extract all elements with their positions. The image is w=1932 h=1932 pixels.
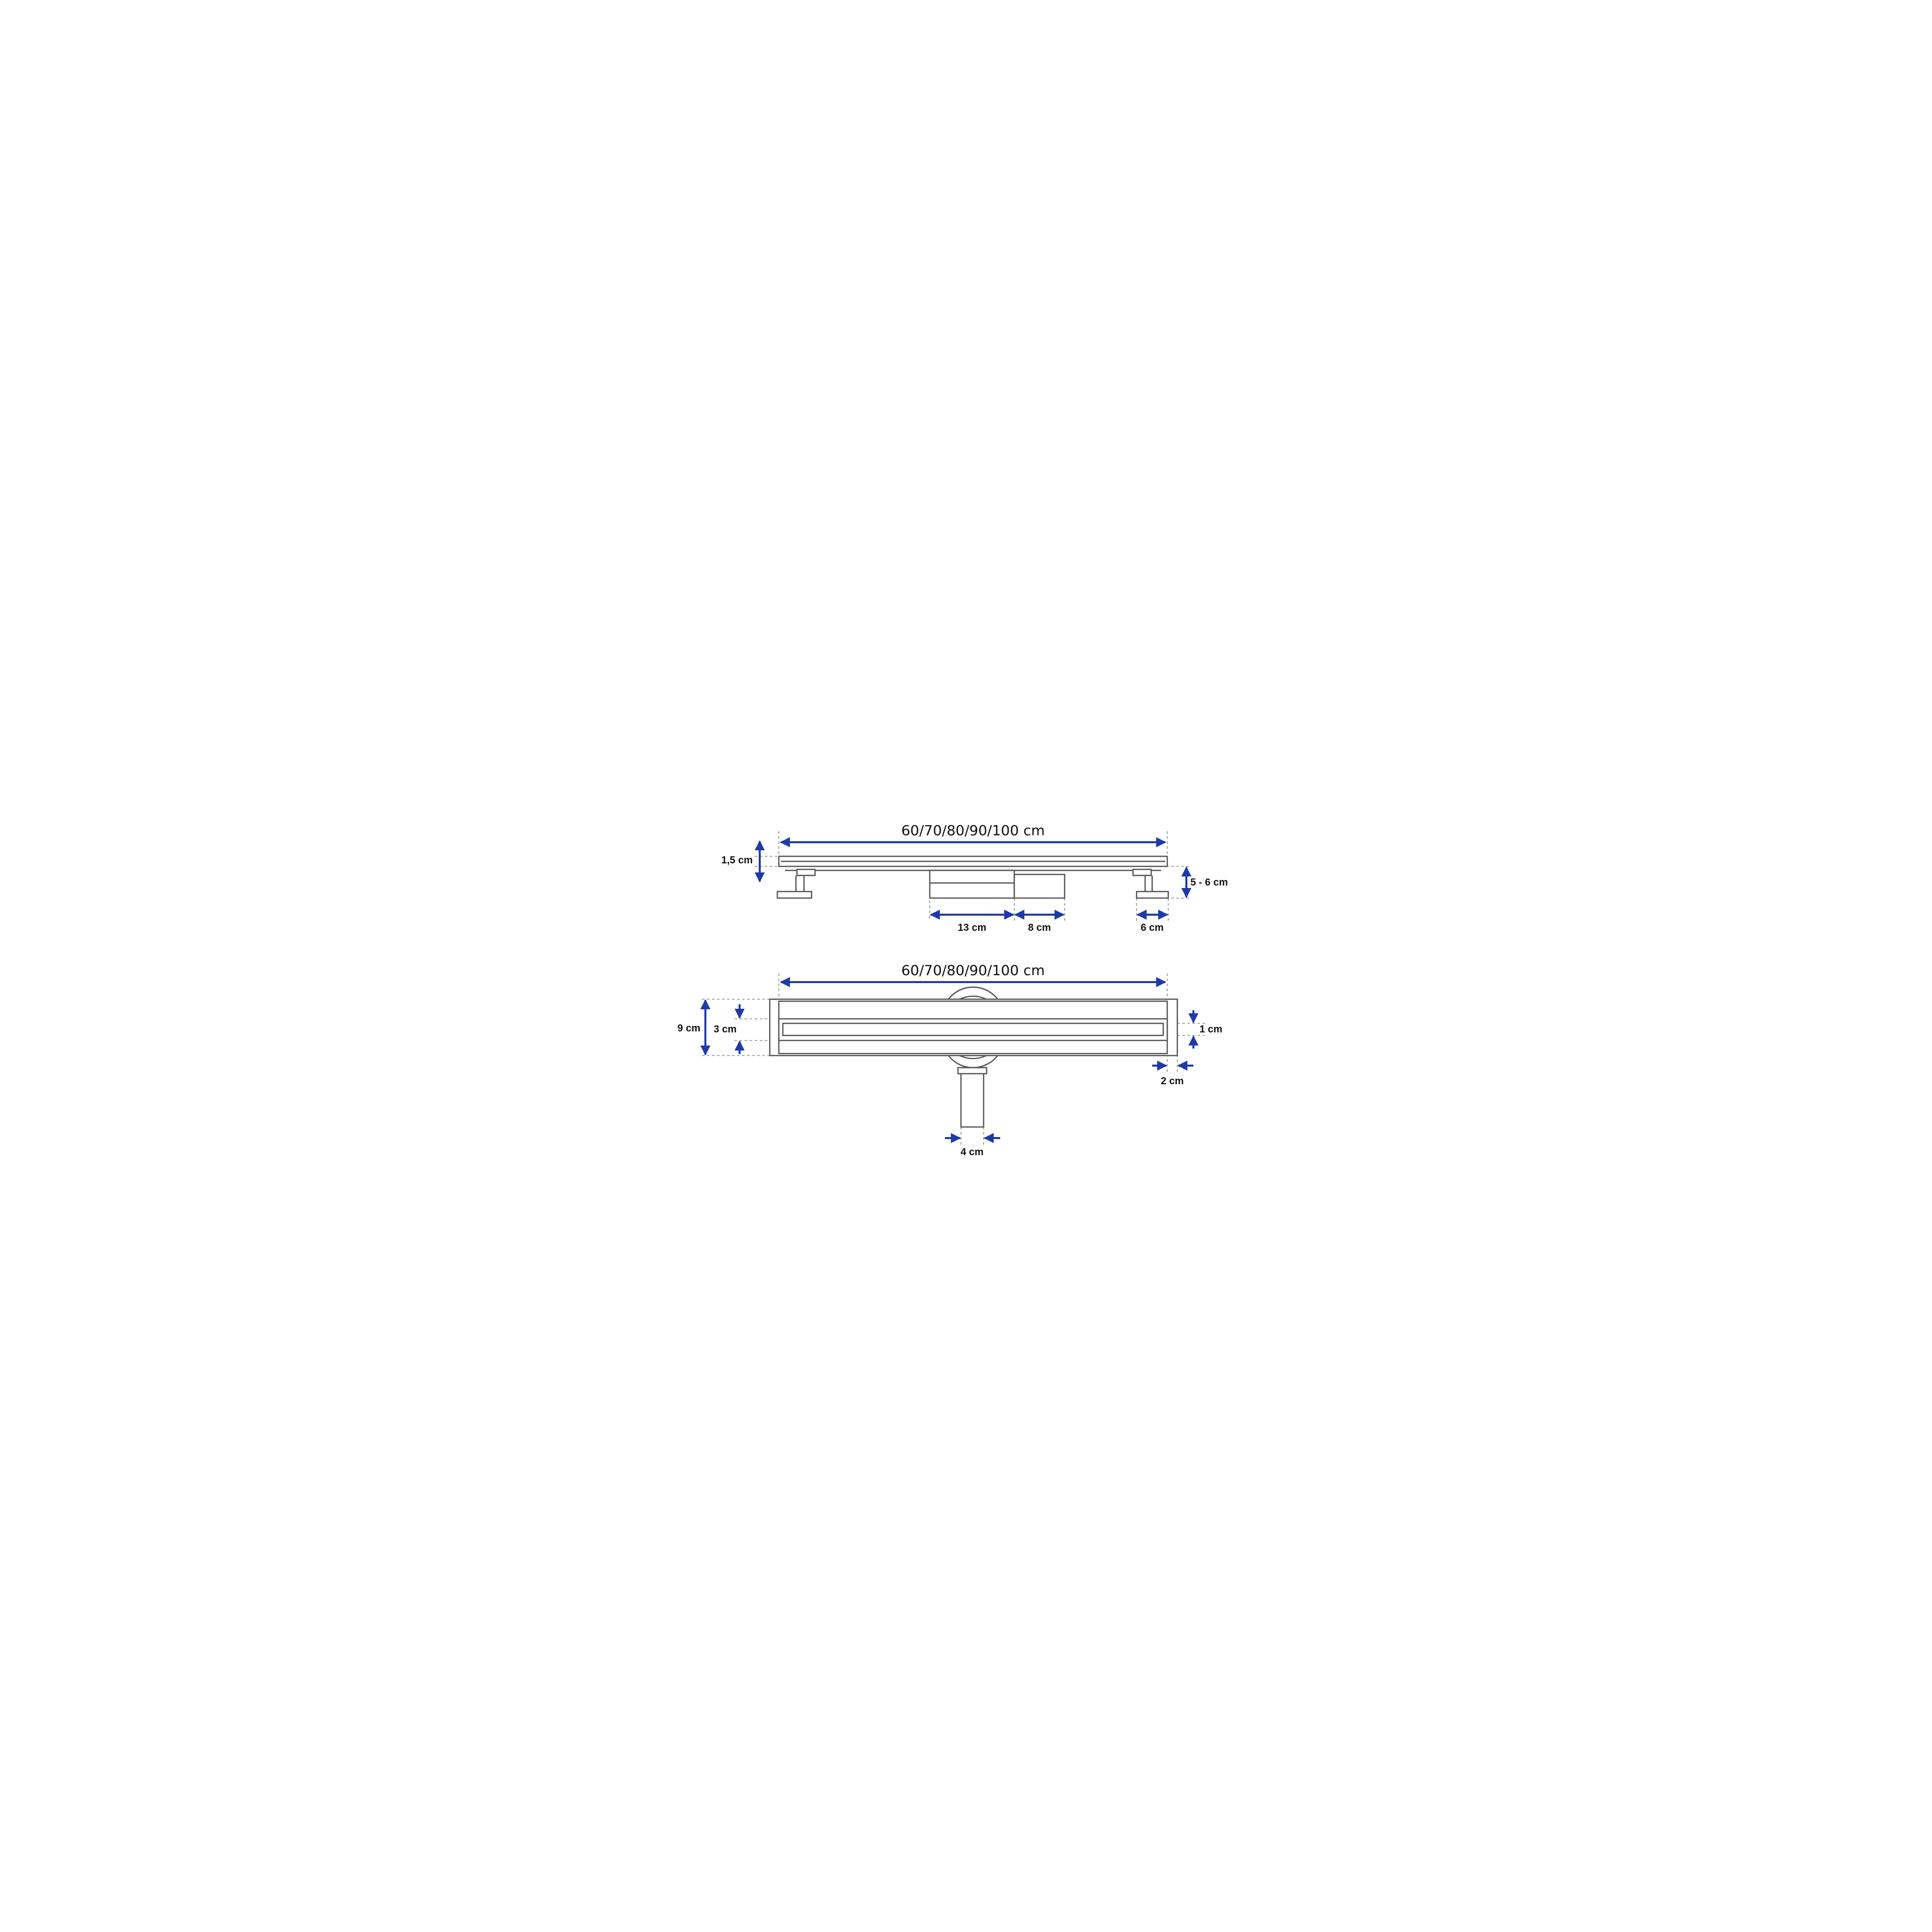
right-foot-base: [1136, 891, 1169, 899]
channel-width-label: 3 cm: [713, 1024, 737, 1035]
trap-width-label: 8 cm: [1028, 922, 1051, 933]
total-height-label: 5 - 6 cm: [1190, 877, 1228, 888]
top-length-label: 60/70/80/90/100 cm: [901, 962, 1044, 979]
left-foot-bracket: [796, 868, 816, 876]
top-outlet-pipe: [960, 1071, 985, 1128]
side-view: 60/70/80/90/100 cm 1,5 cm 5 - 6 cm 13 cm…: [721, 822, 1228, 933]
pipe-diameter-label: 4 cm: [960, 1147, 984, 1158]
right-foot-bracket: [1132, 868, 1152, 876]
left-foot-base: [776, 891, 813, 899]
side-trap-box: [1013, 873, 1066, 899]
foot-width-label: 6 cm: [1141, 922, 1164, 933]
outlet-width-label: 13 cm: [958, 922, 987, 933]
slot-width-label: 1 cm: [1199, 1024, 1223, 1035]
end-margin-label: 2 cm: [1161, 1076, 1184, 1087]
grate-height-label: 1,5 cm: [721, 855, 753, 866]
top-outlet-pipe-collar: [957, 1067, 988, 1075]
top-slot: [782, 1022, 1164, 1036]
total-width-label: 9 cm: [677, 1023, 700, 1034]
top-view: 60/70/80/90/100 cm 9 cm 3 cm 1 cm 2 cm 4…: [677, 962, 1222, 1158]
side-length-label: 60/70/80/90/100 cm: [901, 822, 1044, 839]
side-outlet-box: [929, 869, 1015, 899]
